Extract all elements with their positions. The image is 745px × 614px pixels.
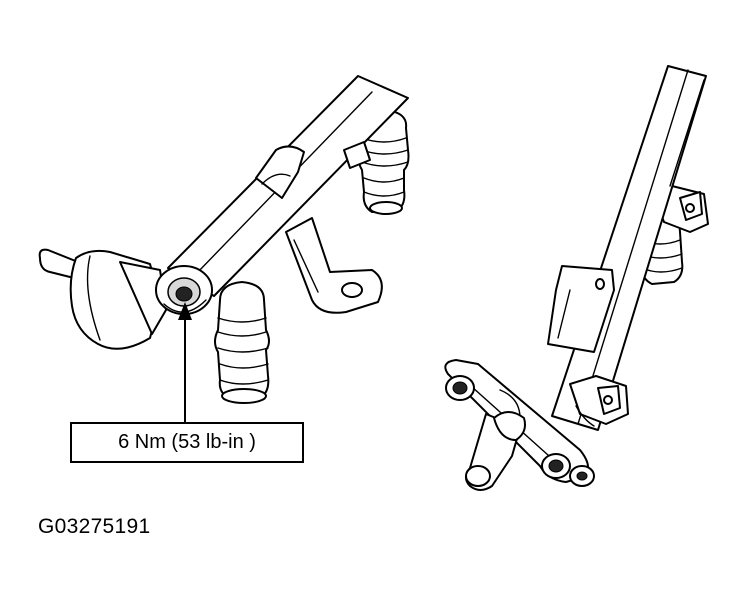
right-fuel-rail-tube — [551, 65, 707, 431]
lower-injector-connector — [569, 375, 629, 427]
rail-bracket-collar — [547, 265, 615, 353]
torque-callout-arrow — [178, 302, 192, 423]
rail-saddle-clip — [255, 145, 305, 199]
lower-right-bolt — [569, 465, 595, 487]
rail-mounting-bracket — [285, 217, 383, 314]
fuel-pressure-regulator — [38, 248, 167, 350]
left-fuel-rail-assembly — [38, 75, 410, 423]
fuel-inlet-pipe — [465, 411, 526, 491]
figure-id-label: G03275191 — [38, 515, 151, 538]
front-fuel-injector — [214, 281, 270, 404]
right-fuel-rail-assembly — [444, 65, 709, 491]
torque-spec-text: 6 Nm (53 lb-in ) — [118, 431, 256, 453]
torque-spec-callout: 6 Nm (53 lb-in ) — [70, 422, 304, 463]
